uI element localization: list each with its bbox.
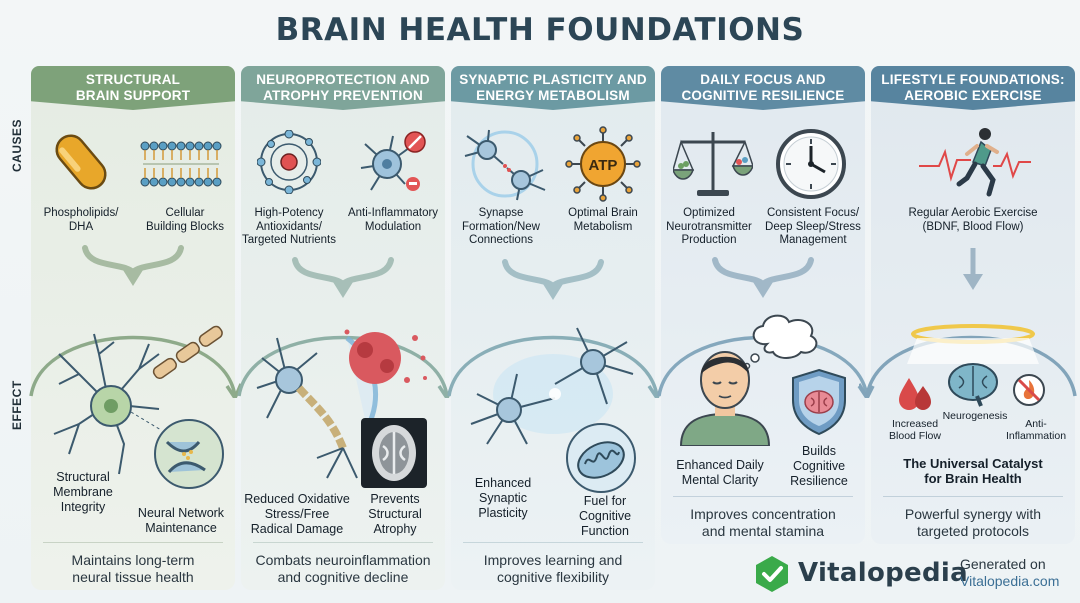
no-inflammation-icon	[1013, 374, 1045, 406]
cell-membrane-icon	[140, 141, 222, 187]
effect-arch-icon	[859, 335, 1077, 398]
inflammation-cell-icon	[360, 131, 426, 191]
mitochondria-icon	[566, 423, 636, 493]
brain-icon	[948, 363, 998, 407]
column-lifestyle: LIFESTYLE FOUNDATIONS: AEROBIC EXERCISE …	[859, 66, 1077, 544]
runner-icon	[919, 128, 1031, 197]
blood-drop-icon	[899, 378, 931, 410]
brain-scan-icon	[361, 418, 427, 488]
capsule-icon	[55, 134, 107, 190]
atp-icon: ATP	[565, 126, 641, 202]
balance-scale-icon	[673, 132, 753, 196]
effect-label: EFFECT	[10, 380, 24, 430]
neuron-network-icon	[470, 327, 634, 445]
neuron-icon	[53, 325, 224, 489]
column-daily-focus: DAILY FOCUS AND COGNITIVE RESILIENCE Opt…	[657, 66, 875, 544]
column-header: NEUROPROTECTION AND ATROPHY PREVENTION	[241, 66, 445, 110]
brand-name: Vitalopedia	[798, 558, 968, 588]
effect-label: Anti-Inflammation	[1005, 418, 1067, 442]
effect-label: Neurogenesis	[942, 410, 1008, 422]
column-header: SYNAPTIC PLASTICITY AND ENERGY METABOLIS…	[451, 66, 655, 110]
page-title: BRAIN HEALTH FOUNDATIONS	[275, 12, 805, 48]
cause-label: Regular Aerobic Exercise(BDNF, Blood Flo…	[908, 207, 1038, 233]
clock-icon	[776, 129, 846, 199]
generated-note: Generated on Vitalopedia.com	[960, 556, 1060, 589]
column-synaptic: SYNAPTIC PLASTICITY AND ENERGY METABOLIS…	[447, 66, 665, 590]
antioxidant-atom-icon	[257, 130, 321, 194]
merge-arrow-icon	[712, 257, 814, 298]
column-structural: STRUCTURAL BRAIN SUPPORT Phospholipids/D…	[29, 66, 243, 590]
down-arrow-icon	[963, 248, 983, 290]
column-header: STRUCTURAL BRAIN SUPPORT	[31, 66, 235, 110]
vitalopedia-logo-icon	[756, 556, 788, 592]
brain-shield-icon	[792, 368, 846, 436]
merge-arrow-icon	[502, 259, 604, 300]
oxidative-stress-icon	[256, 329, 427, 479]
column-header: LIFESTYLE FOUNDATIONS: AEROBIC EXERCISE	[871, 66, 1075, 110]
column-header: DAILY FOCUS AND COGNITIVE RESILIENCE	[661, 66, 865, 110]
svg-text:ATP: ATP	[589, 157, 618, 174]
cause-label: Phospholipids/DHA	[43, 207, 119, 233]
brand-footer: Vitalopedia Generated on Vitalopedia.com	[752, 552, 1072, 596]
halo-glow-icon	[907, 324, 1039, 364]
merge-arrow-icon	[82, 245, 184, 286]
person-meditating-icon	[679, 351, 771, 446]
brand-url[interactable]: Vitalopedia.com	[960, 573, 1060, 589]
merge-arrow-icon	[292, 257, 394, 298]
synapse-icon	[464, 129, 546, 201]
column-neuroprotection: NEUROPROTECTION AND ATROPHY PREVENTION H…	[237, 66, 455, 590]
causes-label: CAUSES	[10, 118, 24, 172]
